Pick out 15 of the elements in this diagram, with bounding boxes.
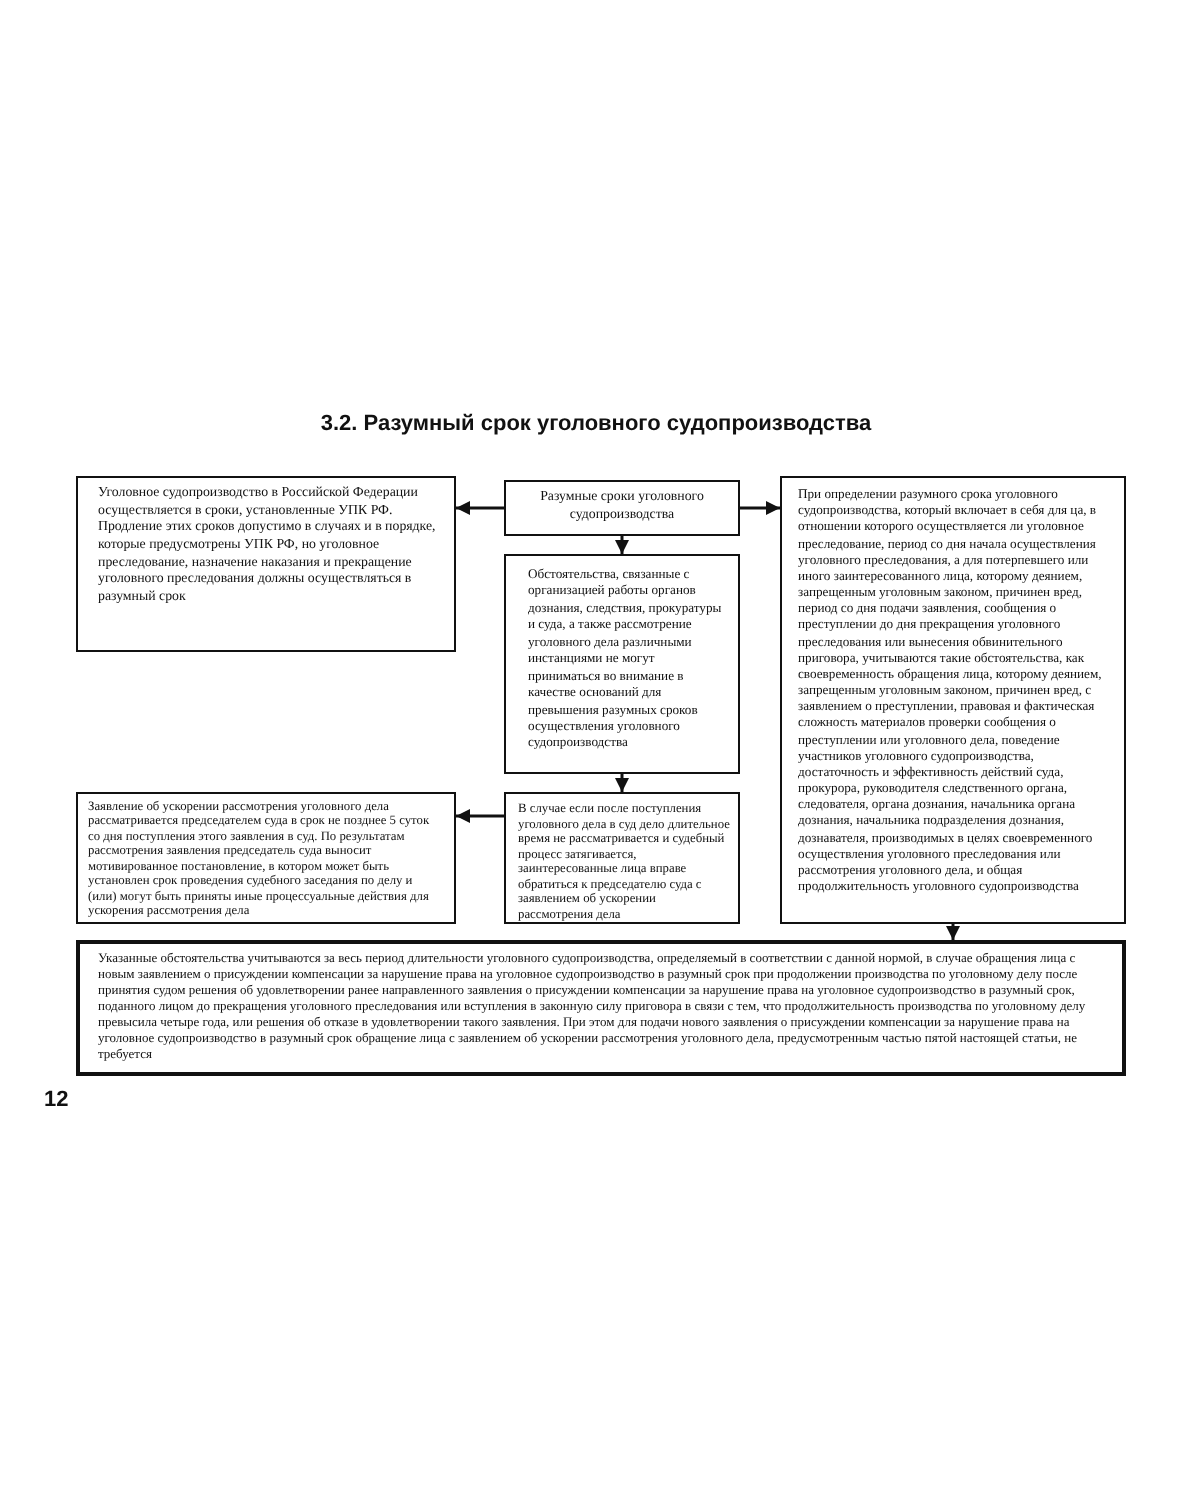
text-box [76,476,456,652]
arrow [456,501,504,515]
text-box [780,476,1126,924]
arrow [946,924,960,940]
arrow [740,501,780,515]
text-box [76,792,456,924]
arrow [456,809,504,823]
arrow [615,536,629,554]
text-box [76,940,1126,1076]
page-number: 12 [44,1088,69,1112]
text-box [504,480,740,536]
text-box [504,554,740,774]
title: 3.2. Разумный срок уголовного судопроизводства [320,412,872,436]
text-box [504,792,740,924]
arrow [615,774,629,792]
